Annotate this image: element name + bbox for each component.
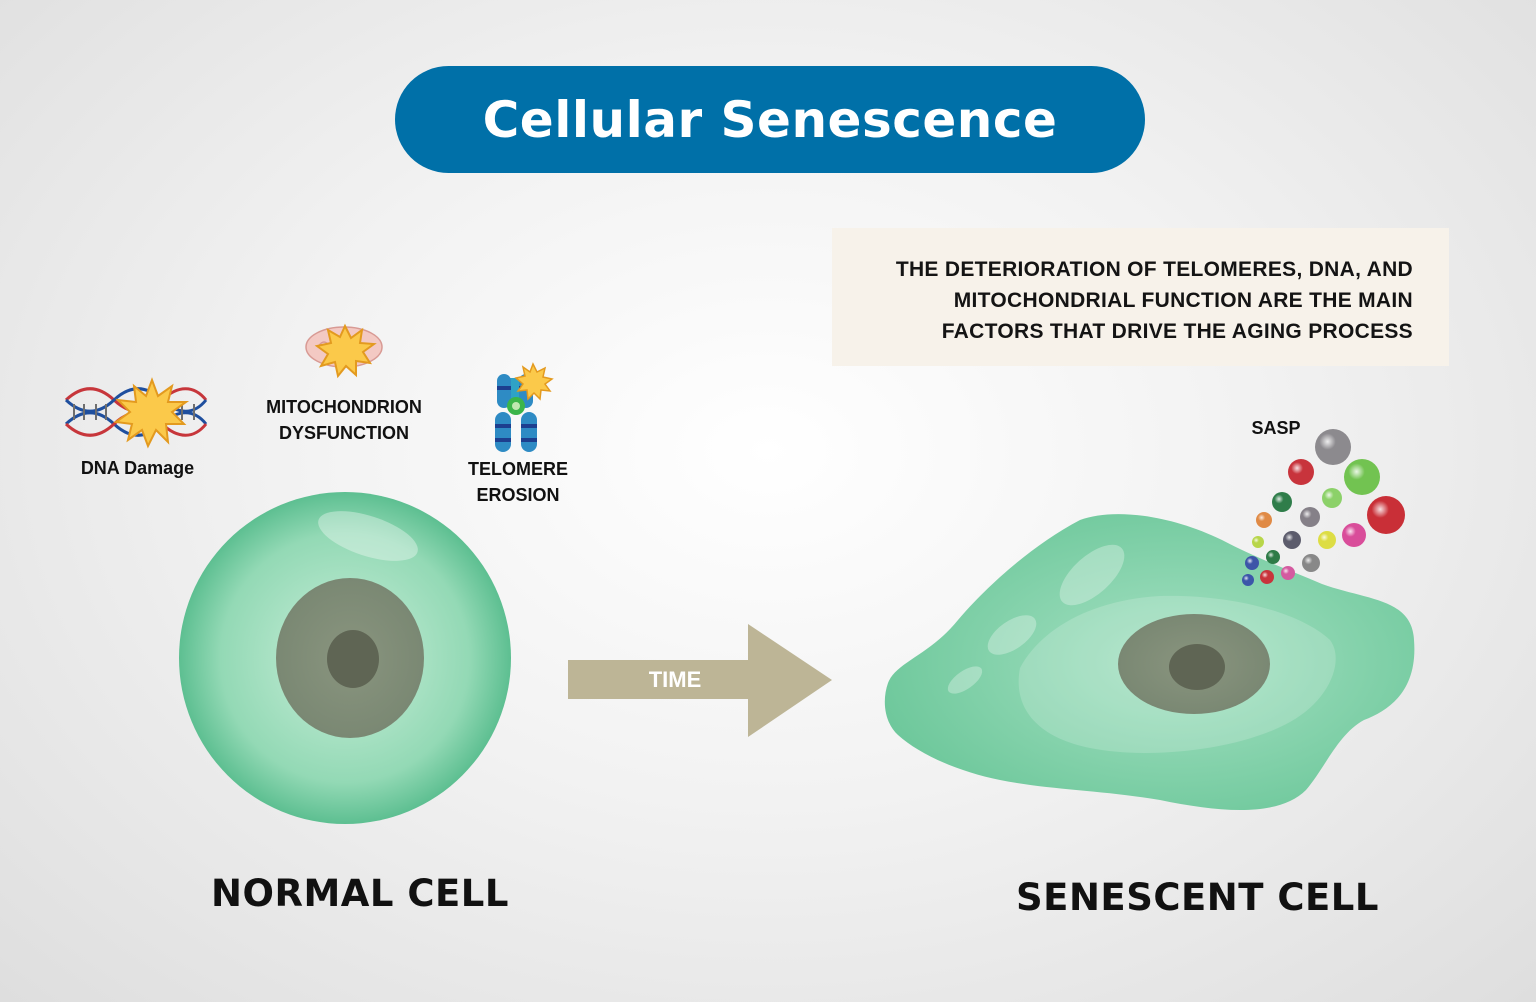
callout-line: THE DETERIORATION OF TELOMERES, DNA, AND — [895, 258, 1413, 281]
callout-line: MITOCHONDRIAL FUNCTION ARE THE MAIN — [953, 289, 1413, 312]
title-banner: Cellular Senescence — [395, 66, 1145, 173]
sasp-label: SASP — [1251, 418, 1301, 438]
dna-damage-burst-icon — [113, 377, 190, 449]
mitochondrion-label-line: MITOCHONDRION — [266, 397, 422, 417]
mitochondrion-label-line: DYSFUNCTION — [279, 423, 409, 443]
callout-line: FACTORS THAT DRIVE THE AGING PROCESS — [941, 320, 1413, 343]
senescent-cell-label: SENESCENT CELL — [1016, 876, 1379, 919]
sasp-particles — [1242, 429, 1405, 586]
telomere-label: TELOMERE EROSION — [450, 456, 586, 508]
page-title: Cellular Senescence — [482, 90, 1058, 149]
time-arrow — [568, 624, 832, 737]
callout-box: THE DETERIORATION OF TELOMERES, DNA, AND… — [832, 228, 1449, 366]
telomere-label-line: EROSION — [476, 485, 560, 505]
dna-damage-text: DNA Damage — [80, 458, 195, 478]
time-label: TIME — [648, 667, 702, 692]
senescent-cell-nucleolus — [1169, 644, 1225, 690]
normal-cell-nucleolus — [327, 630, 379, 688]
normal-cell — [179, 492, 511, 824]
senescent-cell — [884, 514, 1415, 811]
telomere-label-line: TELOMERE — [467, 459, 568, 479]
normal-cell-label: NORMAL CELL — [211, 872, 509, 915]
mitochondrion-burst-icon — [314, 323, 377, 379]
mitochondrion-label: MITOCHONDRION DYSFUNCTION — [246, 394, 442, 446]
telomere-burst-icon — [514, 362, 554, 401]
dna-damage-label: DNA Damage — [60, 455, 215, 481]
